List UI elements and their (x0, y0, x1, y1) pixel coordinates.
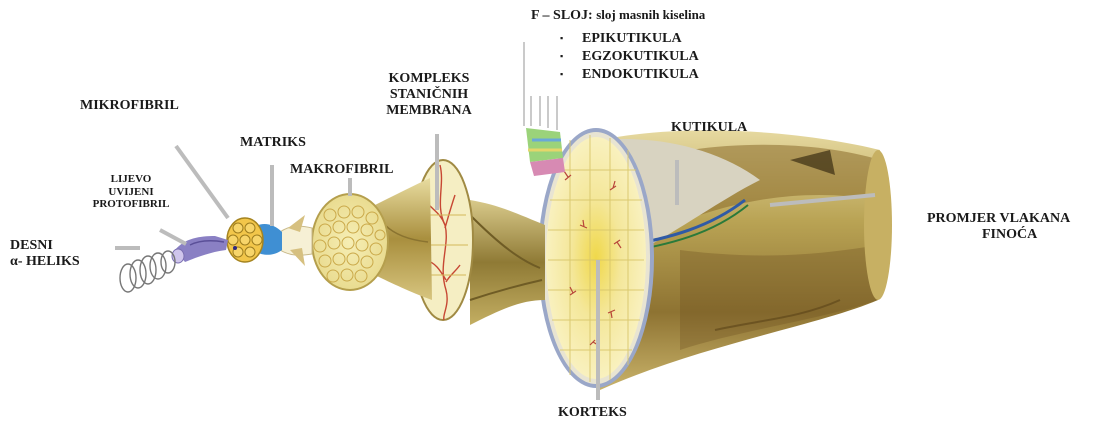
kompleks-cone (470, 200, 545, 325)
cuticle-strips (526, 128, 565, 176)
label-promjer-line2: FINOĆA (927, 227, 1070, 243)
label-lijevo-line3: PROTOFIBRIL (86, 198, 176, 211)
leader-mikrofibril (176, 146, 228, 218)
label-lijevo-line2: UVIJENI (86, 186, 176, 199)
label-egzokutikula: EGZOKUTIKULA (560, 48, 699, 66)
alpha-helix (120, 251, 175, 292)
label-kompleks-line1: KOMPLEKS (374, 71, 484, 87)
label-desni-line1: DESNI (10, 238, 80, 254)
label-f-sloj-title: F – SLOJ: (531, 8, 593, 23)
leader-lijevo (160, 230, 186, 244)
mikrofibril-cluster (227, 218, 263, 262)
label-f-sloj: F – SLOJ: sloj masnih kiselina (531, 8, 705, 24)
label-kompleks-stanicnih-membrana: KOMPLEKS STANIČNIH MEMBRANA (374, 71, 484, 119)
label-matriks: MATRIKS (240, 135, 306, 151)
label-lijevo-uvijeni-protofibril: LIJEVO UVIJENI PROTOFIBRIL (86, 173, 176, 211)
label-endokutikula: ENDOKUTIKULA (560, 66, 699, 84)
label-makrofibril: MAKROFIBRIL (290, 162, 393, 178)
label-mikrofibril: MIKROFIBRIL (80, 98, 179, 114)
label-f-sloj-sub: sloj masnih kiselina (596, 7, 705, 22)
mikrofibril-tail (280, 215, 312, 266)
label-desni-line2: α- HELIKS (10, 254, 80, 270)
label-promjer-line1: PROMJER VLAKANA (927, 211, 1070, 227)
label-desni-alpha-heliks: DESNI α- HELIKS (10, 238, 80, 270)
label-kompleks-line3: MEMBRANA (374, 103, 484, 119)
label-epikutikula: EPIKUTIKULA (560, 30, 699, 48)
label-kutikula: KUTIKULA (671, 120, 747, 136)
label-promjer-vlakana-finoca: PROMJER VLAKANA FINOĆA (927, 211, 1070, 243)
label-lijevo-line1: LIJEVO (86, 173, 176, 186)
cuticle-sublayer-list: EPIKUTIKULA EGZOKUTIKULA ENDOKUTIKULA (560, 30, 699, 85)
leader-fsloj (524, 42, 557, 130)
makrofibril-disk (312, 194, 388, 290)
label-korteks: KORTEKS (558, 405, 627, 421)
label-kompleks-line2: STANIČNIH (374, 87, 484, 103)
